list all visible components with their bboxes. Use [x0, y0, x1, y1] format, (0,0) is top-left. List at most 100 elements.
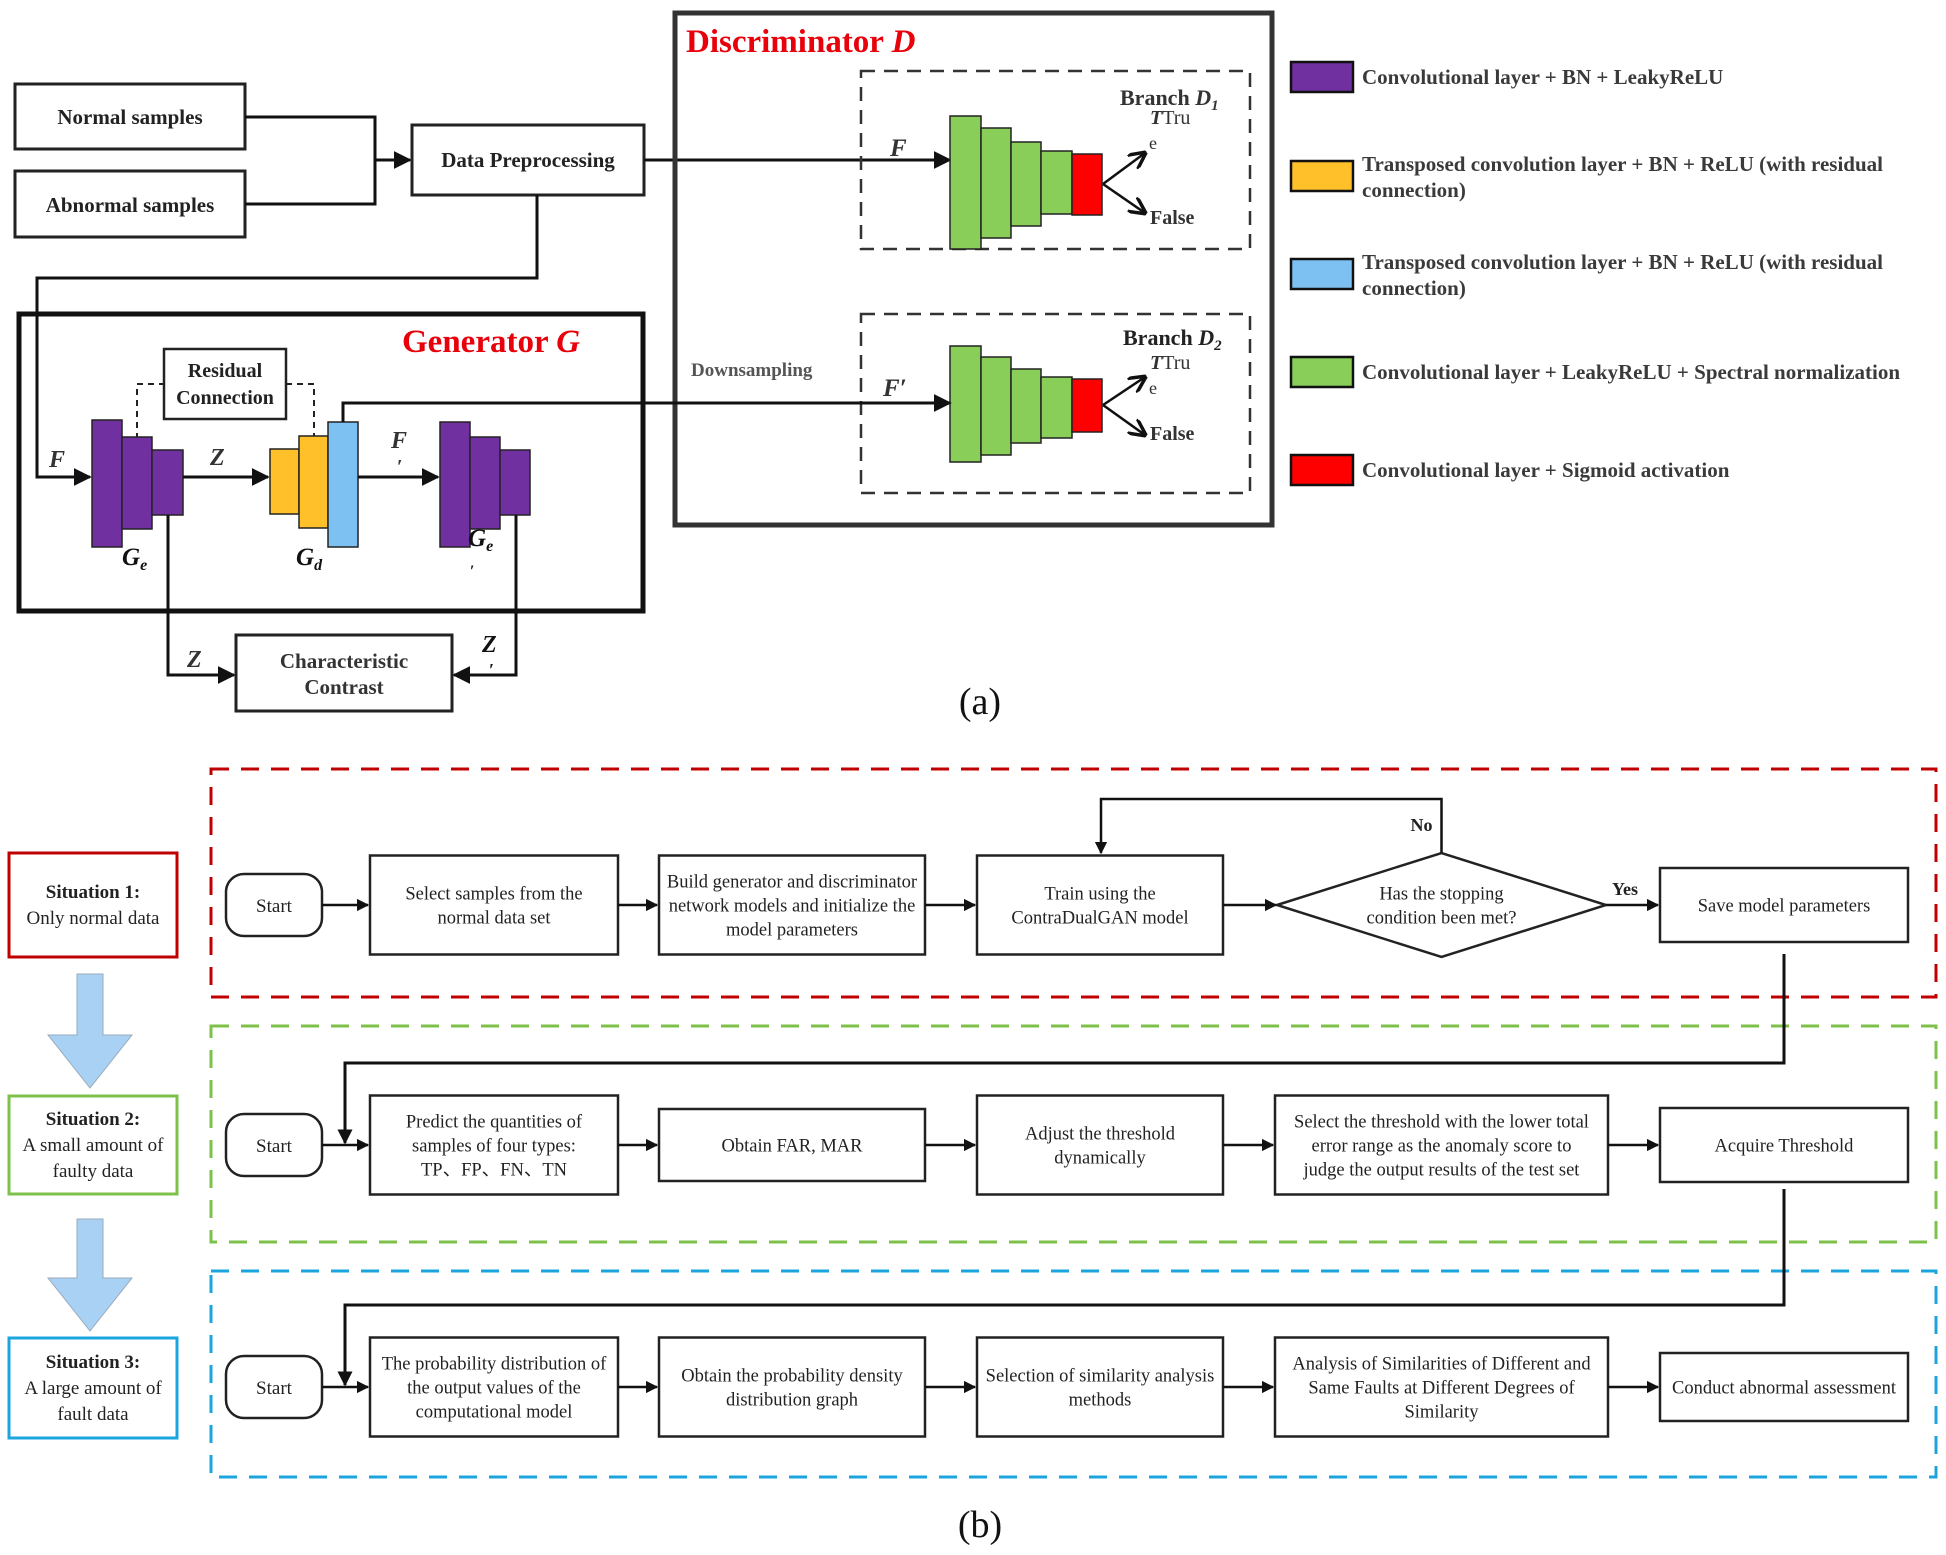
gen-output-f: F [390, 428, 407, 454]
part-a: Normal samples Abnormal samples Data Pre… [13, 10, 1900, 723]
d1-true-label: TTru [1150, 107, 1190, 129]
flow-step: Build generator and discriminatornetwork… [657, 854, 927, 956]
step-text: Selection of similarity analysis [986, 1366, 1215, 1386]
branch-d1-label: Branch D1 [1120, 85, 1219, 114]
abnormal-samples-box: Abnormal samples [13, 169, 247, 239]
branch-d2-input-f-prime: F′ [882, 375, 907, 402]
normal-samples-box: Normal samples [13, 82, 247, 151]
discriminator-title: Discriminator D [686, 24, 916, 60]
step-text: Acquire Threshold [1715, 1136, 1855, 1156]
step-text: Select samples from the [405, 884, 582, 904]
step-text: Has the stopping [1379, 884, 1503, 904]
step-text: Adjust the threshold [1025, 1124, 1176, 1144]
d2-green-layer-1 [949, 345, 982, 463]
step-box [368, 854, 620, 956]
d1-false-label: False [1150, 207, 1195, 229]
preprocessing-to-generator-arrow [35, 195, 539, 486]
situation-1-box: Situation 1:Only normal data [7, 851, 179, 959]
gd-blue-layer [327, 421, 359, 548]
step-text: model parameters [726, 921, 858, 941]
ge2-to-contrast-arrow [452, 515, 518, 684]
contrast-right-z: Z [481, 632, 497, 658]
step-text: ContraDualGAN model [1011, 909, 1188, 929]
decision-diamond [1272, 851, 1611, 959]
legend-swatch [1289, 453, 1355, 487]
ge-to-contrast-arrow [166, 515, 236, 684]
legend-swatch [1289, 257, 1355, 291]
legend-swatch [1289, 355, 1355, 389]
flow-step: Obtain the probability density distributi… [657, 1336, 927, 1438]
row1-to-row2-connector [337, 954, 1786, 1145]
legend: Convolutional layer + BN + LeakyReLU Tran… [1289, 60, 1900, 487]
branch-d1: Branch D1 F TTru e False [859, 69, 1252, 251]
legend-label: Convolutional layer + LeakyReLU + Spectr… [1362, 360, 1900, 384]
merge-connector [245, 115, 377, 206]
situation-description: fault data [57, 1404, 129, 1425]
flow-step: Select the threshold with the lower tota… [1273, 1094, 1610, 1196]
start-label: Start [256, 1378, 293, 1399]
step-text: methods [1069, 1391, 1132, 1411]
residual-line-2: Connection [176, 387, 274, 409]
data-preprocessing-label: Data Preprocessing [441, 148, 615, 172]
legend-item: Transposed convolution layer + BN + ReLU… [1289, 250, 1883, 300]
legend-label: Transposed convolution layer + BN + ReLU… [1362, 152, 1883, 176]
d2-false-label: False [1150, 423, 1195, 445]
residual-connection-box [162, 347, 288, 421]
end-step: Save model parameters [1658, 866, 1910, 944]
step-text: Save model parameters [1698, 896, 1871, 916]
gd-label: Gd [296, 544, 323, 574]
caption-a: (a) [959, 681, 1001, 723]
discriminator-frame [672, 10, 1275, 528]
start-terminal: Start [224, 1112, 324, 1178]
flow-step: Selection of similarity analysis methods [975, 1336, 1225, 1438]
situation-frame [7, 1094, 179, 1196]
residual-dashed-link [136, 383, 315, 472]
situation-title: Situation 1: [46, 882, 141, 903]
step-text: Train using the [1044, 884, 1155, 904]
situation-description: faulty data [53, 1161, 134, 1182]
legend-label: Convolutional layer + Sigmoid activation [1362, 458, 1730, 482]
step-text: Select the threshold with the lower tota… [1294, 1112, 1589, 1132]
start-terminal: Start [224, 1354, 324, 1420]
legend-label: Convolutional layer + BN + LeakyReLU [1362, 65, 1723, 89]
characteristic-contrast: Characteristic Contrast Z Z ′ [166, 515, 518, 713]
step-text: the output values of the [407, 1378, 581, 1398]
d1-green-layer-2 [980, 127, 1012, 239]
step-text: error range as the anomaly score to [1312, 1136, 1572, 1156]
step-text: Obtain the probability density [681, 1366, 903, 1386]
step-text: Same Faults at Different Degrees of [1308, 1378, 1575, 1398]
step-text: network models and initialize the [669, 896, 916, 916]
step-text: judge the output results of the test set [1303, 1161, 1581, 1181]
branch-d2-label: Branch D2 [1123, 325, 1222, 354]
d2-true-label: TTru [1150, 352, 1190, 374]
gd-to-d2-arrow [341, 394, 952, 422]
step-box [368, 1094, 620, 1196]
ge-label: Ge [122, 544, 147, 574]
d1-true-arrow [1102, 153, 1145, 186]
start-terminal: Start [224, 872, 324, 938]
situation-description: A large amount of [24, 1378, 162, 1399]
step-text: distribution graph [726, 1391, 858, 1411]
ge2-layer-2 [469, 436, 501, 530]
branch-d1-frame [859, 69, 1252, 251]
no-loop-arrow [1094, 797, 1443, 855]
branch-d1-input-f: F [889, 135, 907, 162]
caption-b: (b) [958, 1504, 1002, 1546]
normal-samples-label: Normal samples [57, 105, 202, 129]
step-box [1273, 1094, 1610, 1196]
down-arrow-icon [46, 973, 134, 1089]
step-text: Obtain FAR, MAR [722, 1136, 864, 1156]
step-text: TP、FP、FN、TN [421, 1161, 567, 1181]
flow-step: Analysis of Similarities of Different an… [1273, 1336, 1610, 1438]
